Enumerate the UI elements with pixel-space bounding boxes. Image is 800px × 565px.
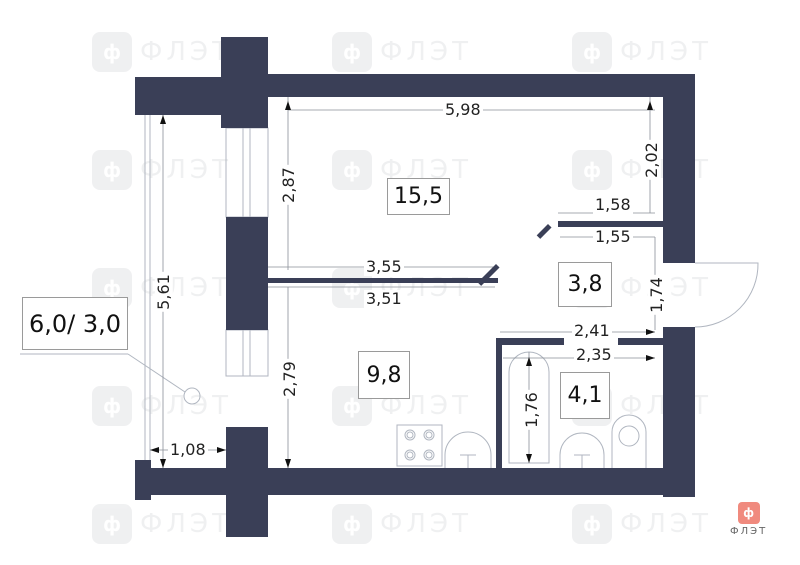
dim-kitchen-height: 2,79: [279, 359, 299, 399]
dim-partition-upper: 1,58: [593, 195, 633, 214]
dim-partition-lower: 1,55: [593, 227, 633, 246]
watermark-logo-icon: ф: [92, 504, 132, 544]
watermark-logo-icon: ф: [332, 32, 372, 72]
wall-right-upper: [663, 74, 695, 263]
wall-pillar-top: [221, 37, 268, 128]
balcony-area-label: 6,0/ 3,0: [22, 297, 128, 350]
wall-top: [265, 74, 695, 97]
room-area-kitchen: 9,8: [358, 351, 410, 399]
watermark-logo-icon: ф: [332, 150, 372, 190]
dim-living-height: 2,87: [278, 165, 298, 205]
dim-mid-wall-upper: 3,55: [364, 257, 404, 276]
partition-bathroom-top-left: [496, 338, 564, 345]
wall-pillar-mid: [226, 217, 268, 330]
brand-logo-icon: ф: [737, 502, 760, 524]
wall-pillar-bottom: [226, 427, 268, 537]
partition-kitchen-living: [268, 278, 498, 283]
watermark-logo-icon: ф: [92, 150, 132, 190]
dim-mid-wall-lower: 3,51: [364, 289, 404, 308]
brand-logo: ф ФЛЭТ: [730, 502, 767, 537]
watermark-logo-icon: ф: [572, 32, 612, 72]
wall-balcony-bottom: [135, 460, 151, 500]
dim-balcony-height: 5,61: [153, 272, 173, 312]
room-area-bathroom: 4,1: [560, 372, 610, 419]
watermark-logo-icon: ф: [92, 386, 132, 426]
room-area-living: 15,5: [387, 178, 450, 215]
partition-bathroom-left: [496, 338, 502, 468]
partition-bathroom-top-right: [618, 338, 663, 345]
watermark-logo-icon: ф: [92, 32, 132, 72]
dim-bath-inner: 2,35: [574, 345, 614, 364]
partition-hall: [558, 221, 663, 227]
room-area-hall: 3,8: [558, 262, 612, 307]
dim-door-opening: 1,74: [646, 275, 666, 315]
dim-bath-outer: 2,41: [572, 321, 612, 340]
watermark-logo-icon: ф: [572, 504, 612, 544]
dim-bathtub-length: 1,76: [521, 390, 541, 430]
brand-logo-text: ФЛЭТ: [730, 526, 768, 537]
dim-right-upper: 2,02: [641, 140, 661, 180]
wall-balcony-top: [135, 77, 151, 115]
wall-bottom: [135, 468, 695, 495]
watermark-logo-icon: ф: [332, 504, 372, 544]
dim-balcony-width: 1,08: [168, 440, 208, 459]
dim-top-width: 5,98: [443, 100, 483, 119]
watermark-logo-icon: ф: [572, 150, 612, 190]
